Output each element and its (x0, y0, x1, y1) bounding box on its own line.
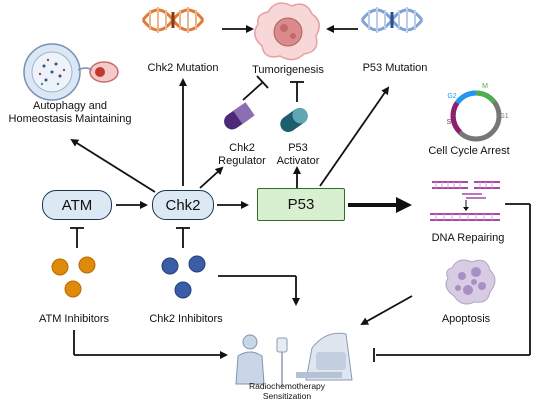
cell-cycle-arrest-label: Cell Cycle Arrest (428, 145, 510, 157)
autophagy-icon (23, 43, 119, 101)
atm-inhibitor-icon (51, 256, 96, 298)
dna-chk2-icon (141, 7, 205, 33)
tumorigenesis-label: Tumorigenesis (252, 64, 324, 76)
chk2-inhibitor-icon (161, 255, 206, 299)
chk2-mutation-label: Chk2 Mutation (147, 62, 219, 74)
autophagy-label: Autophagy and Homeostasis Maintaining (8, 100, 132, 125)
dna-repair-icon (430, 181, 500, 221)
radiochemotherapy-label: Radiochemotherapy Sensitization (248, 381, 326, 401)
p53-node: P53 (257, 188, 345, 221)
p53-activator-label: P53 Activator (276, 142, 320, 167)
chk2-node: Chk2 (152, 190, 214, 220)
p53-mutation-label: P53 Mutation (362, 62, 428, 74)
arrow-layer (70, 25, 531, 362)
chk2-inhibitors-label: Chk2 Inhibitors (149, 313, 223, 325)
chk2-regulator-label: Chk2 Regulator (218, 142, 266, 167)
phase-m-label: M (482, 83, 488, 90)
chk2-regulator-icon (224, 102, 255, 130)
radiotherapy-icon (235, 332, 353, 386)
apoptosis-icon (445, 259, 496, 305)
apoptosis-label: Apoptosis (441, 313, 491, 325)
phase-g1-label: G1 (499, 113, 509, 120)
dna-repairing-label: DNA Repairing (431, 232, 505, 244)
phase-s-label: S (446, 119, 452, 126)
dna-p53-icon (360, 7, 424, 33)
tumor-cell-icon (254, 2, 320, 61)
p53-activator-icon (280, 107, 308, 133)
atm-inhibitors-label: ATM Inhibitors (38, 313, 110, 325)
atm-node: ATM (42, 190, 112, 220)
phase-g2-label: G2 (447, 93, 457, 100)
cell-cycle-icon (450, 90, 502, 142)
